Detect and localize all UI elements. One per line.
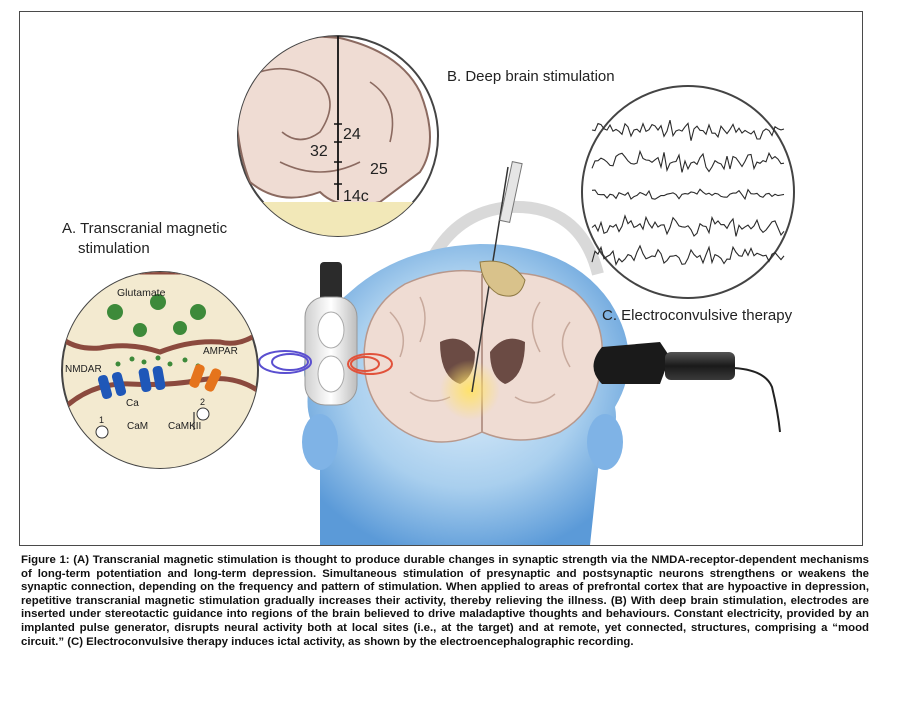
step-two-label: 2	[200, 397, 206, 407]
inset-synapse	[61, 271, 259, 469]
tms-coil	[258, 262, 393, 406]
ca-label: Ca	[126, 398, 139, 409]
cam-label: CaM	[127, 421, 149, 432]
inset-deep-brain	[237, 35, 439, 237]
step-one-label: 1	[99, 415, 105, 425]
camkii-label: CaMKII	[168, 421, 202, 432]
inset-b-number: 24	[343, 126, 361, 143]
label-tms-line2: stimulation	[78, 240, 150, 257]
glutamate-label: Glutamate	[117, 287, 166, 299]
label-deep-brain-stimulation: B. Deep brain stimulation	[447, 68, 615, 85]
label-tms-line1: A. Transcranial magnetic	[62, 220, 228, 237]
label-electroconvulsive-therapy: C. Electroconvulsive therapy	[602, 307, 793, 324]
inset-b-number: 25	[370, 161, 388, 178]
stimulation-target-glow	[440, 360, 500, 420]
eeg-trace	[591, 244, 785, 266]
inset-b-number: 14c	[343, 188, 369, 205]
eeg-trace	[591, 149, 785, 173]
ect-probe	[593, 342, 781, 433]
dbs-electrode	[471, 161, 526, 393]
figure-caption: Figure 1: (A) Transcranial magnetic stim…	[21, 554, 869, 648]
figure-panel: B. Deep brain stimulation A. Transcrania…	[19, 11, 863, 546]
nmdar-label: NMDAR	[65, 364, 102, 375]
inset-b-number: 32	[310, 143, 328, 160]
brain-section	[363, 269, 603, 443]
ampar-label: AMPAR	[203, 346, 238, 357]
eeg-trace	[591, 214, 785, 237]
inset-eeg	[581, 85, 795, 299]
eeg-trace	[591, 119, 785, 141]
eeg-trace	[591, 188, 785, 201]
figure-illustration	[61, 35, 795, 545]
